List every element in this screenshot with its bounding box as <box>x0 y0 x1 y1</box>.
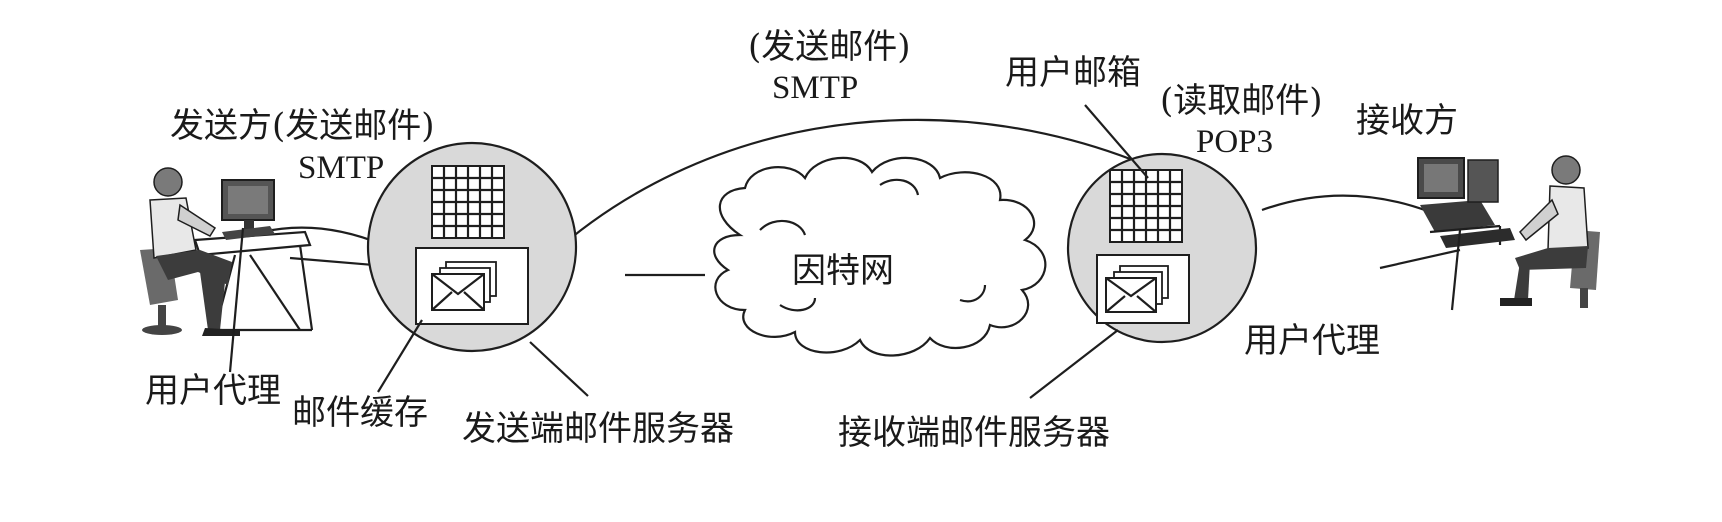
leader-user-agent-left <box>228 227 245 373</box>
sender-protocol-label: SMTP <box>298 150 384 186</box>
top-protocol-label: SMTP <box>772 70 858 106</box>
receiver-server-label: 接收端邮件服务器 <box>838 413 1110 453</box>
leader-sender-server <box>529 341 589 397</box>
sender-person-icon <box>140 167 314 336</box>
sender-desk <box>193 230 314 332</box>
receiver-lower-line <box>1379 248 1461 270</box>
mail-cache-envelopes-icon <box>431 261 497 311</box>
cloud-outline <box>713 156 1047 357</box>
sender-mailbox-grid-icon <box>431 165 505 239</box>
read-protocol-label: POP3 <box>1196 124 1273 160</box>
labels: 发送方(发送邮件) SMTP (发送邮件) SMTP 用户邮箱 (读取邮件) P… <box>145 27 1458 453</box>
internet-cloud: 因特网 <box>713 156 1047 357</box>
receiver-mail-server <box>1066 152 1258 344</box>
user-agent-right-label: 用户代理 <box>1244 321 1380 361</box>
receiver-envelopes-icon <box>1105 265 1169 313</box>
receiver-desk <box>1420 200 1495 232</box>
sender-label: 发送方(发送邮件) <box>170 106 435 146</box>
receiver-mailbox-grid-icon <box>1109 169 1183 243</box>
leader-user-agent-right <box>1450 229 1462 311</box>
read-mail-label: (读取邮件) <box>1160 81 1323 121</box>
leader-mail-cache <box>377 319 423 393</box>
leader-lines <box>228 104 1462 399</box>
user-agent-left-label: 用户代理 <box>145 371 281 411</box>
leader-user-mailbox <box>1084 104 1149 179</box>
mail-cache-label: 邮件缓存 <box>292 393 428 433</box>
leader-receiver-server <box>1029 329 1119 399</box>
top-send-label: (发送邮件) <box>748 27 911 67</box>
receiver-person-icon <box>1417 155 1600 308</box>
sender-server-label: 发送端邮件服务器 <box>462 409 734 449</box>
internet-label: 因特网 <box>792 251 894 291</box>
receiver-label: 接收方 <box>1356 101 1458 141</box>
cloud-inner-texture <box>759 178 987 312</box>
smtp-arc-line <box>519 118 1226 286</box>
sender-mail-server <box>366 141 578 353</box>
user-mailbox-label: 用户邮箱 <box>1005 53 1141 93</box>
